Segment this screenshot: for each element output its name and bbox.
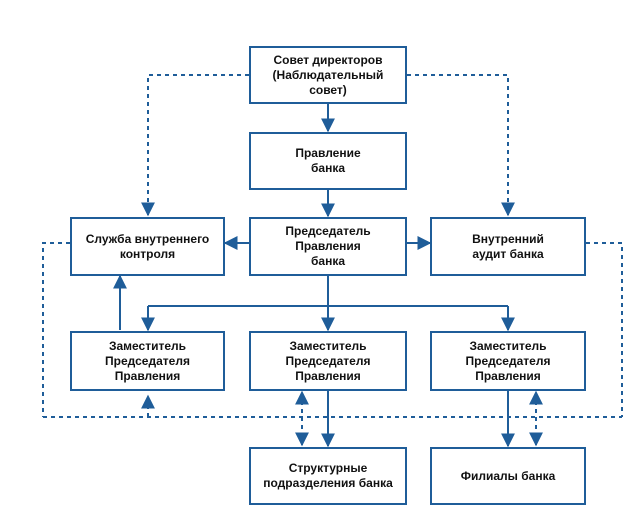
box-label-line: Заместитель xyxy=(289,338,367,353)
box-label-line: Филиалы банка xyxy=(460,468,556,483)
box-label-line: Служба внутреннего xyxy=(85,231,210,246)
box-label-line: Структурные xyxy=(288,461,368,475)
box-label-line: Правление xyxy=(295,146,361,160)
box-label-line: Председатель xyxy=(285,224,371,238)
dashed-control-loop xyxy=(42,242,70,417)
box-label-line: аудит банка xyxy=(472,246,544,261)
branches-box: Филиалы банка xyxy=(430,447,586,505)
box-label-line: Внутренний xyxy=(472,231,544,246)
box-label-line: банка xyxy=(310,161,345,175)
dashed-audit-loop xyxy=(586,242,623,417)
box-label-line: банка xyxy=(310,254,345,268)
box-label-line: (Наблюдательный xyxy=(272,67,384,82)
dashed-board-audit xyxy=(407,74,515,217)
box-label-line: Правления xyxy=(475,368,541,383)
box-label-line: Заместитель xyxy=(108,338,187,353)
box-label-line: подразделения банка xyxy=(263,476,393,490)
box-label-line: Председателя xyxy=(285,353,371,368)
box-label-line: Заместитель xyxy=(469,338,547,353)
box-label-line: контроля xyxy=(119,246,176,261)
dashed-board-control xyxy=(141,74,249,217)
box-label-line: Председателя xyxy=(105,353,190,368)
box-label-line: Правления xyxy=(295,239,361,253)
box-label-line: Правления xyxy=(295,368,361,383)
box-label-line: совет) xyxy=(309,82,347,97)
box-label-line: Председателя xyxy=(465,353,551,368)
box-label-line: Совет директоров xyxy=(273,52,383,67)
box-label-line: Правления xyxy=(114,368,181,383)
